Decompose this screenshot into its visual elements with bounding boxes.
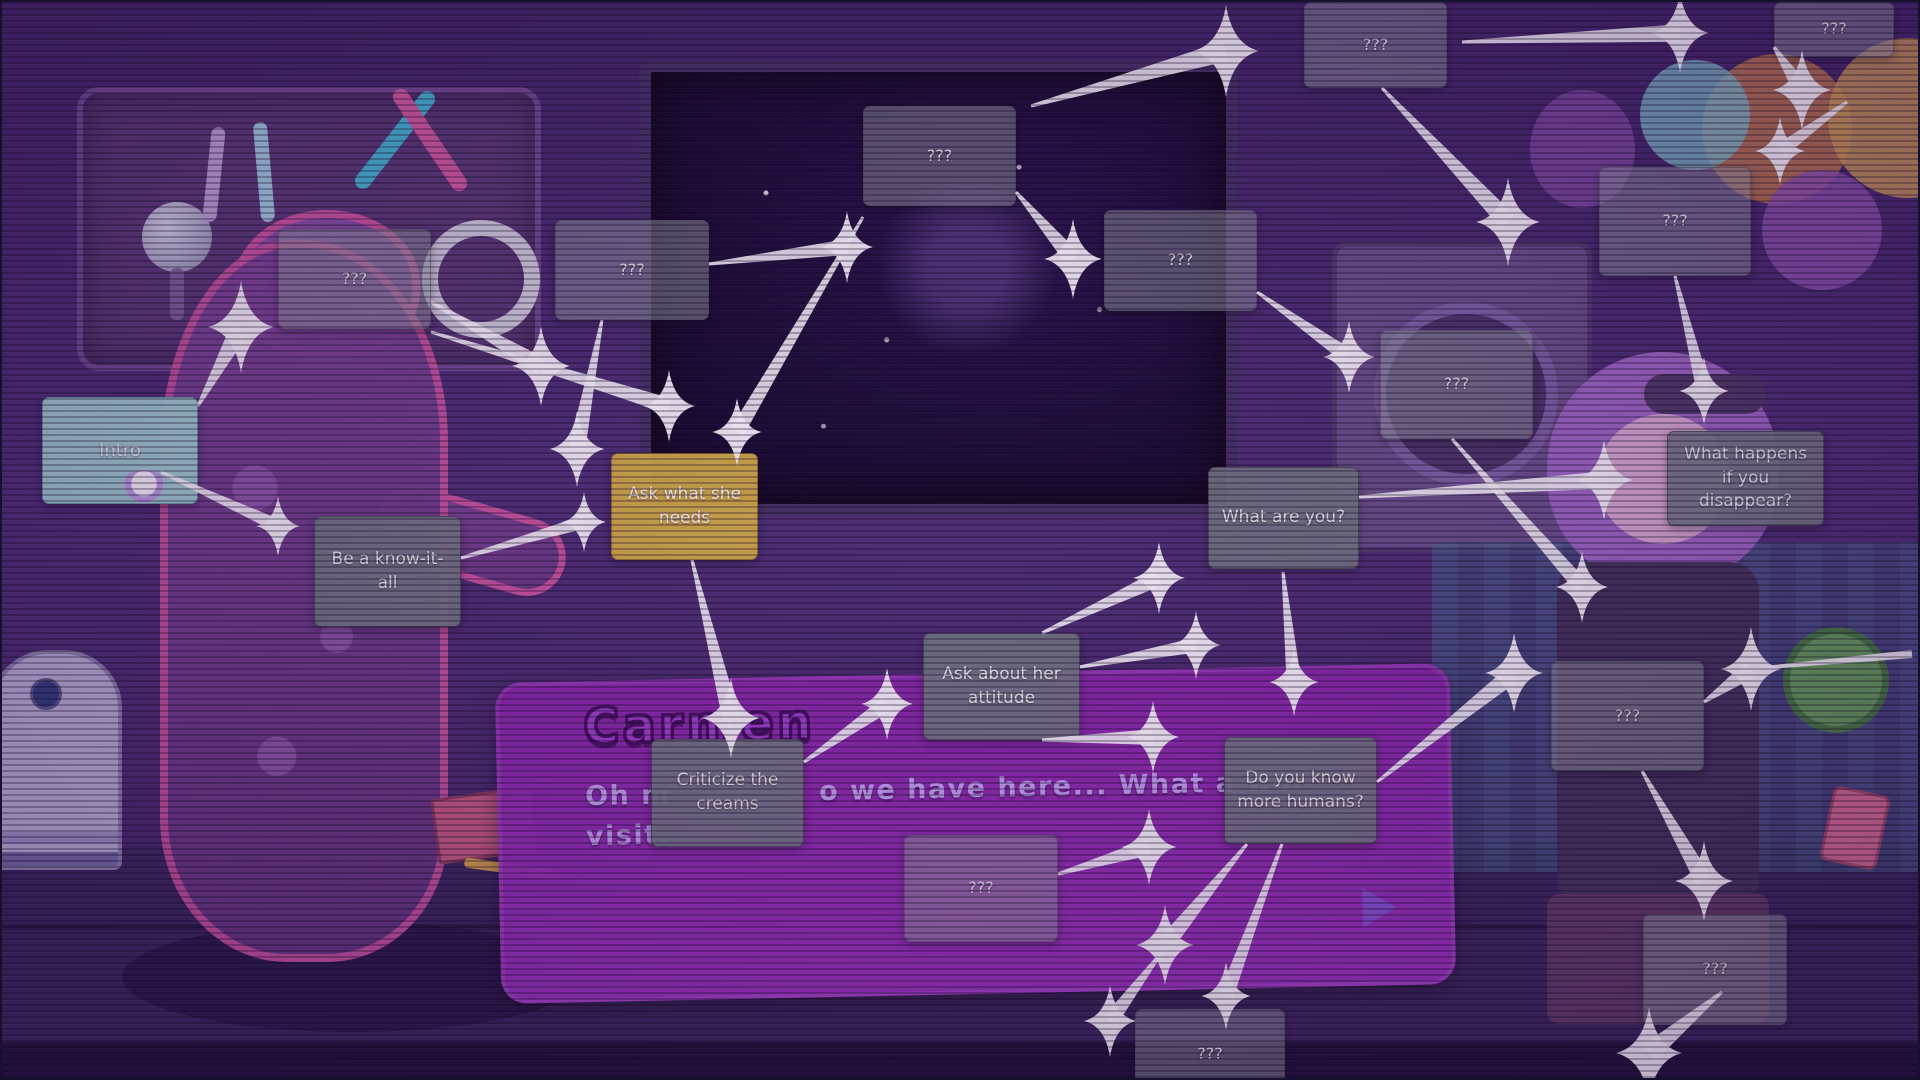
node-label: ???: [1167, 250, 1194, 270]
node-label: Do you know more humans?: [1237, 767, 1364, 812]
robot-eye: [30, 678, 62, 710]
node-label: Criticize the creams: [676, 770, 779, 814]
node-label: ???: [1443, 374, 1470, 394]
node-what-are-you[interactable]: What are you?: [1208, 467, 1359, 569]
node-unknown-3[interactable]: ???: [863, 106, 1016, 206]
node-label: Ask about her attitude: [942, 663, 1061, 708]
node-ask-what-she-needs[interactable]: Ask what she needs: [611, 453, 758, 560]
node-criticize-the-creams[interactable]: Criticize the creams: [651, 739, 804, 847]
node-be-a-know-it-all[interactable]: Be a know-it-all: [314, 516, 461, 627]
node-label: ???: [1197, 1043, 1223, 1063]
node-label: What are you?: [1221, 507, 1346, 528]
node-label: Intro: [99, 439, 141, 461]
floor-edge: [2, 1042, 1918, 1078]
node-unknown-1[interactable]: ???: [278, 229, 431, 329]
node-do-you-know-more-humans[interactable]: Do you know more humans?: [1224, 737, 1377, 844]
node-unknown-7[interactable]: ???: [1599, 167, 1751, 276]
node-unknown-5[interactable]: ???: [1304, 2, 1447, 88]
node-unknown-6[interactable]: ???: [1774, 2, 1894, 57]
node-label: ???: [1702, 959, 1728, 979]
node-label: Be a know-it-all: [331, 548, 444, 593]
node-label: ???: [968, 878, 994, 898]
node-unknown-9[interactable]: ???: [1551, 661, 1704, 771]
node-label: ???: [1821, 19, 1847, 39]
disco-mic-icon: [142, 202, 212, 272]
node-label: ???: [341, 268, 368, 288]
node-label: ???: [1614, 705, 1641, 725]
node-label: ???: [1362, 34, 1389, 54]
avatar: [120, 470, 168, 504]
green-pad: [1783, 627, 1889, 733]
node-label: What happens if you disappear?: [1684, 443, 1807, 512]
node-unknown-8[interactable]: ???: [1380, 330, 1533, 439]
node-unknown-12[interactable]: ???: [1135, 1009, 1285, 1078]
node-label: Ask what she needs: [628, 483, 741, 528]
robot: [2, 650, 122, 870]
node-unknown-4[interactable]: ???: [1104, 210, 1257, 311]
node-unknown-2[interactable]: ???: [555, 220, 709, 320]
node-unknown-11[interactable]: ???: [904, 835, 1058, 942]
node-label: ???: [1662, 211, 1688, 231]
shelf-ball: [1640, 60, 1750, 170]
node-unknown-10[interactable]: ???: [1643, 914, 1787, 1025]
node-what-happens-if-you-disappear[interactable]: What happens if you disappear?: [1667, 431, 1824, 526]
node-label: ???: [619, 259, 645, 279]
node-label: ???: [926, 145, 953, 165]
node-ask-about-her-attitude[interactable]: Ask about her attitude: [923, 633, 1080, 740]
shelf-ball: [1762, 170, 1882, 290]
mic-handle: [170, 268, 184, 320]
